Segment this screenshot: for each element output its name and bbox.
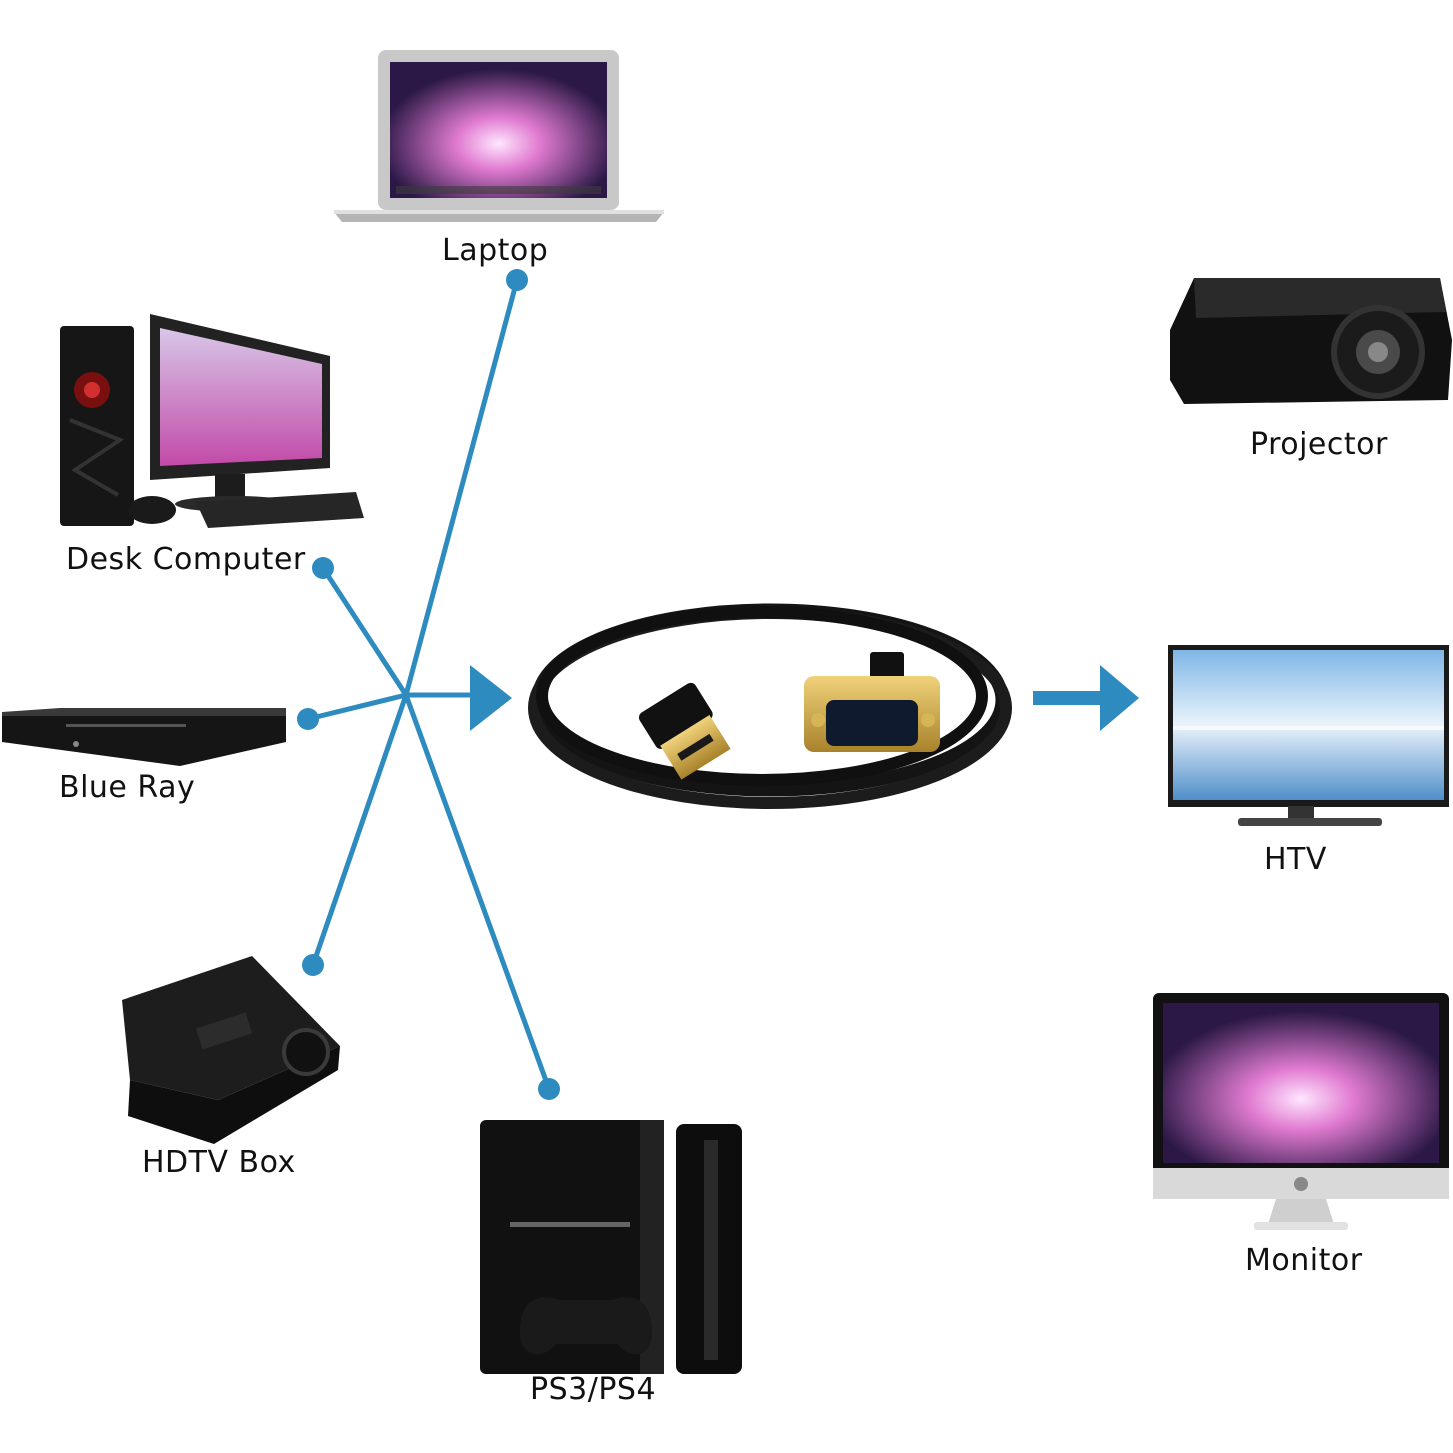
endpoint-ps [538,1078,560,1100]
connector-lines [305,277,552,1092]
bluray-player-icon [2,708,286,766]
tv-box-icon [122,956,340,1144]
laptop-icon [334,50,664,222]
connector-ps [403,692,552,1092]
endpoint-laptop [506,269,528,291]
desktop-computer-icon [60,314,364,528]
label-blue-ray: Blue Ray [59,770,196,805]
label-ps: PS3/PS4 [530,1372,657,1407]
endpoint-blue-ray [297,708,319,730]
label-laptop: Laptop [442,233,549,268]
label-htv: HTV [1264,842,1327,877]
connector-laptop [403,277,520,698]
connector-blue-ray [305,692,409,722]
endpoint-desk-computer [312,557,334,579]
game-console-icon [480,1120,742,1374]
monitor-icon [1153,993,1449,1230]
arrow-to-cable [470,665,512,731]
label-desk-computer: Desk Computer [66,542,306,577]
label-monitor: Monitor [1245,1243,1363,1278]
connector-endpoints [297,269,560,1100]
label-projector: Projector [1250,427,1388,462]
connector-hdtv-box [310,692,409,968]
endpoint-hdtv-box [302,954,324,976]
hdmi-to-vga-cable-icon [528,603,1012,809]
connector-desk-computer [320,565,409,698]
projector-icon [1170,278,1452,404]
label-hdtv-box: HDTV Box [142,1145,296,1180]
hdtv-icon [1168,645,1449,826]
arrow-to-displays [1033,665,1139,731]
